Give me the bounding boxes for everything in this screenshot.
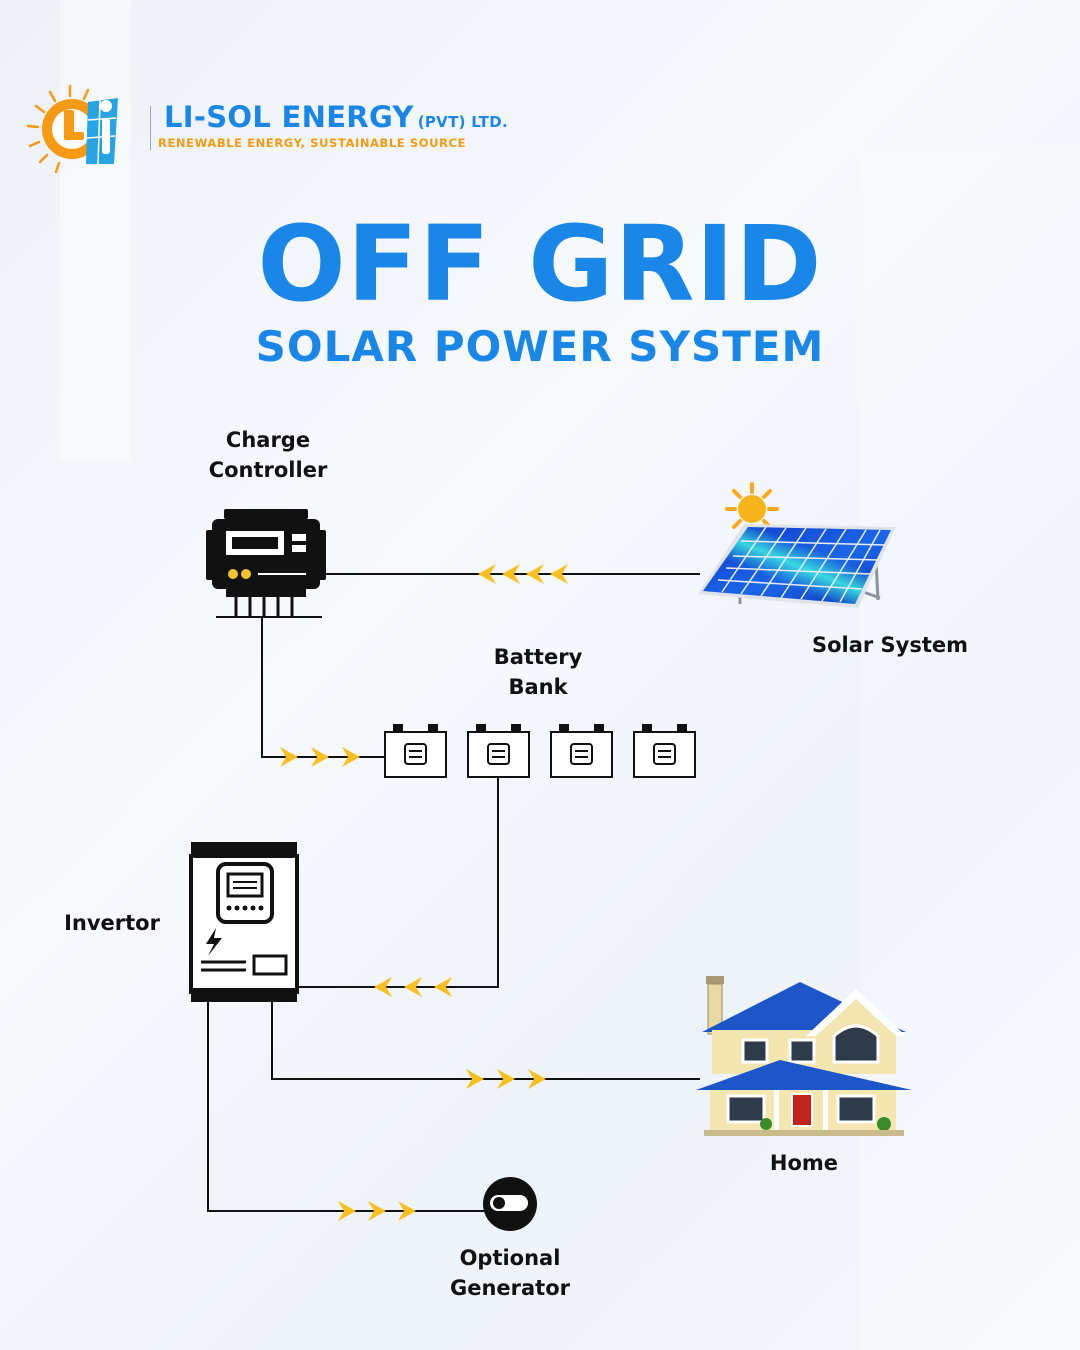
invertor-label: Invertor xyxy=(64,911,160,935)
brand-name: LI-SOL ENERGY(PVT) LTD. xyxy=(164,100,508,134)
generator-label: Optional Generator xyxy=(449,1246,571,1300)
charge-controller-label: Charge Controller xyxy=(208,428,328,482)
house-icon xyxy=(696,976,912,1136)
flow-arrows-battery-to-inverter xyxy=(374,977,452,997)
flow-arrows-inverter-to-generator xyxy=(338,1201,416,1221)
flow-arrows-controller-to-battery xyxy=(280,747,360,767)
battery-bank-label: Battery Bank xyxy=(493,645,583,699)
solar-system-label: Solar System xyxy=(811,633,969,657)
charge-controller-icon xyxy=(206,509,326,618)
battery-icon xyxy=(384,724,447,778)
background-panel xyxy=(60,0,130,460)
home-label: Home xyxy=(769,1151,839,1175)
brand-tagline: RENEWABLE ENERGY, SUSTAINABLE SOURCE xyxy=(158,136,467,150)
brand-header: LI-SOL ENERGY(PVT) LTD. RENEWABLE ENERGY… xyxy=(22,80,542,180)
solar-panel-icon xyxy=(698,524,896,608)
connection-lines xyxy=(207,573,700,1212)
background-panel xyxy=(860,150,1080,1350)
generator-icon xyxy=(483,1177,537,1231)
brand-suffix: (PVT) LTD. xyxy=(417,113,508,131)
battery-icon xyxy=(550,724,613,778)
brand-divider xyxy=(150,106,151,150)
inverter-icon xyxy=(189,842,299,1002)
battery-icon xyxy=(633,724,696,778)
page-title: OFF GRID xyxy=(257,203,823,325)
logo-icon xyxy=(26,84,118,174)
page-subtitle: SOLAR POWER SYSTEM xyxy=(255,322,825,371)
flow-arrows-inverter-to-home xyxy=(466,1069,546,1089)
battery-bank xyxy=(384,724,696,778)
battery-icon xyxy=(467,724,530,778)
